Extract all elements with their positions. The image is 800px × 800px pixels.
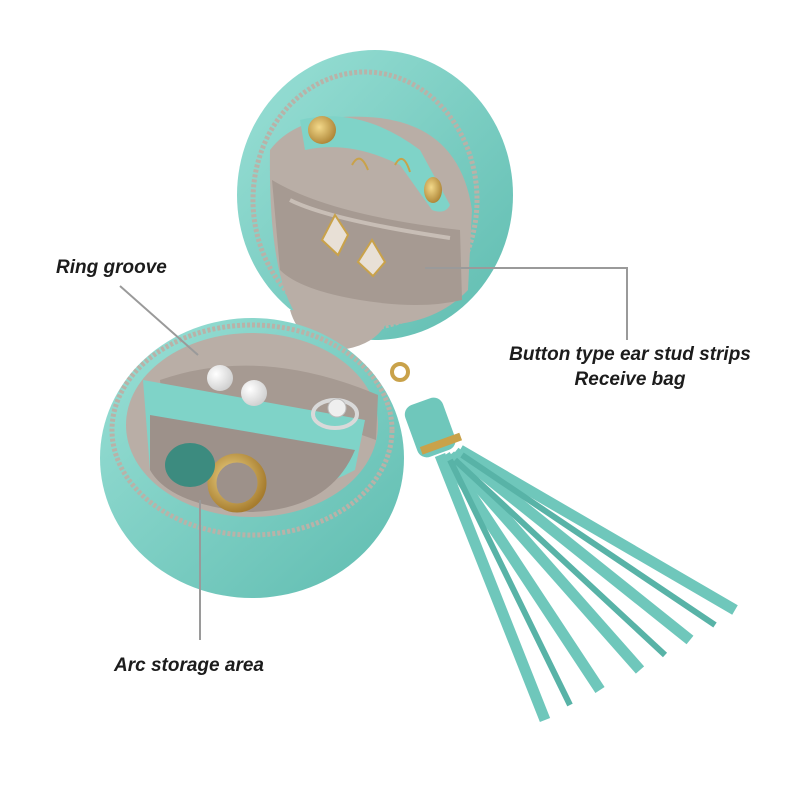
callout-receive-bag: Receive bag [574, 369, 686, 390]
pearl-earring-icon [241, 380, 267, 406]
ear-stud-strip [300, 116, 450, 212]
base-zipper [109, 322, 395, 538]
leader-ring-groove [119, 285, 199, 356]
callout-arc-storage: Arc storage area [114, 655, 264, 676]
callout-ring-groove: Ring groove [56, 257, 167, 278]
gold-ring-icon [207, 453, 267, 513]
tassel-ring-icon [390, 362, 410, 382]
callout-button-strips: Button type ear stud strips Receive bag [480, 342, 780, 392]
callout-button-strips-line1: Button type ear stud strips [509, 344, 751, 365]
box-lid [237, 50, 513, 340]
snap-button-icon [424, 177, 442, 203]
pearl-earring-icon [207, 365, 233, 391]
lid-zipper [250, 69, 480, 331]
tassel [390, 362, 738, 723]
earring-icon [356, 157, 411, 278]
green-ring-icon [165, 443, 215, 487]
leader-lines [119, 267, 628, 640]
leader-button-strips [425, 267, 628, 340]
box-base [100, 318, 404, 598]
earring-icon [320, 157, 369, 257]
snap-button-icon [308, 116, 336, 144]
